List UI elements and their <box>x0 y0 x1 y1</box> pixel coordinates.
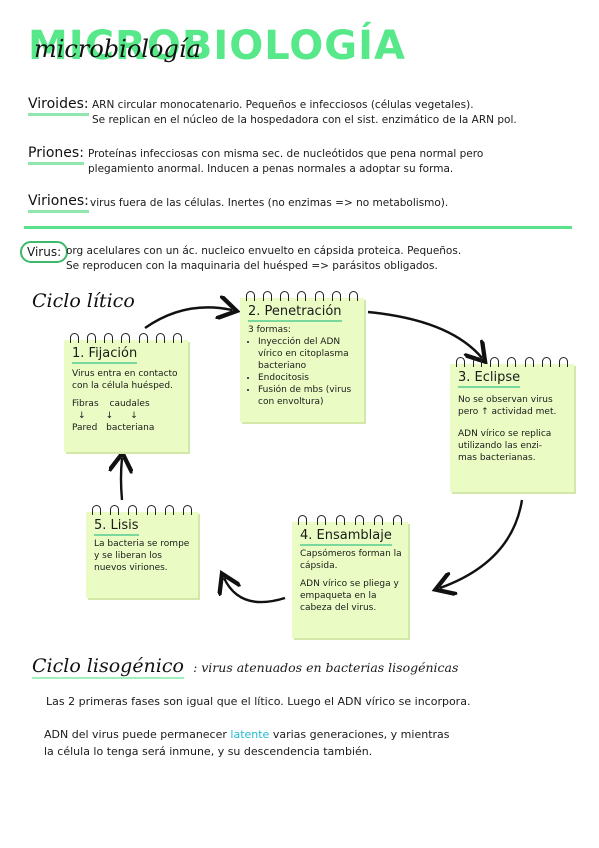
note-eclipse-line-1: No se observan virus <box>458 395 553 405</box>
note-ensamblaje-title: 4. Ensamblaje <box>300 528 392 546</box>
arrow-eclipse-to-ensamblaje <box>440 499 524 588</box>
note-fijacion-body: Virus entra en contacto con la célula hu… <box>72 368 178 434</box>
section-divider <box>24 226 572 229</box>
arrow-ensamblaje-to-lisis <box>224 578 286 604</box>
label-arrows: ↓ ↓ ↓ <box>78 411 138 421</box>
note-spiral <box>70 333 182 343</box>
lysogenic-cycle-subtitle: : virus atenuados en bacterias lisogénic… <box>193 660 459 675</box>
viroides-definition: ARN circular monocatenario. Pequeños e i… <box>92 98 517 128</box>
label-pared: Pared <box>72 423 98 433</box>
priones-line-2: plegamiento anormal. Inducen a penas nor… <box>88 163 454 175</box>
lysogenic-line-2-end: varias generaciones, y mientras <box>269 728 450 741</box>
lysogenic-line-1: Las 2 primeras fases son igual que el lí… <box>46 695 471 708</box>
lysogenic-line-2: ADN del virus puede permanecer latente v… <box>44 727 450 742</box>
label-fibras: Fibras <box>72 399 99 409</box>
penetracion-item-3: Fusión de mbs (virus con envoltura) <box>258 384 358 408</box>
viroides-line-2: Se replican en el núcleo de la hospedado… <box>92 114 517 126</box>
virus-definition: org acelulares con un ác. nucleico envue… <box>66 244 461 274</box>
note-spiral <box>92 505 192 515</box>
priones-definition: Proteínas infecciosas con misma sec. de … <box>88 147 483 177</box>
label-caudales: caudales <box>109 399 150 409</box>
page-title: MICROBIOLOGÍA <box>28 23 406 69</box>
page-subtitle: microbiología <box>34 35 201 63</box>
note-ensamblaje-line-3: ADN vírico se pliega y <box>300 579 399 589</box>
note-eclipse-title: 3. Eclipse <box>458 370 521 388</box>
note-fijacion: 1. Fijación Virus entra en contacto con … <box>64 333 188 452</box>
lysogenic-heading: Ciclo lisogénico : virus atenuados en ba… <box>32 655 459 679</box>
note-spiral <box>456 357 568 367</box>
priones-line-1: Proteínas infecciosas con misma sec. de … <box>88 148 484 160</box>
note-lisis-line-1: La bacteria se rompe <box>94 539 190 549</box>
note-eclipse-line-2: pero ↑ actividad met. <box>458 407 557 417</box>
term-viriones: Viriones: <box>28 193 89 213</box>
penetracion-item-1: Inyección del ADN vírico en citoplasma b… <box>258 336 358 372</box>
note-eclipse-line-5: mas bacterianas. <box>458 453 536 463</box>
label-bacteriana: bacteriana <box>106 423 155 433</box>
arrow-penetracion-to-eclipse <box>367 310 482 358</box>
note-ensamblaje-body: Capsómeros forman la cápsida. ADN vírico… <box>300 548 402 614</box>
note-eclipse-body: No se observan virus pero ↑ actividad me… <box>458 394 556 464</box>
note-penetracion-body: 3 formas: Inyección del ADN vírico en ci… <box>248 324 358 408</box>
note-spiral <box>298 515 402 525</box>
note-eclipse-line-4: utilizando las enzi- <box>458 441 543 451</box>
note-penetracion: 2. Penetración 3 formas: Inyección del A… <box>240 291 364 422</box>
lysogenic-line-3: la célula lo tenga será inmune, y su des… <box>44 745 373 758</box>
lytic-cycle-title: Ciclo lítico <box>32 290 135 312</box>
arrow-fijacion-to-penetracion <box>144 307 232 329</box>
viroides-line-1: ARN circular monocatenario. Pequeños e i… <box>92 99 474 111</box>
viriones-definition: virus fuera de las células. Inertes (no … <box>90 196 448 211</box>
note-fijacion-line-1: Virus entra en contacto <box>72 369 178 379</box>
virus-line-2: Se reproducen con la maquinaria del hués… <box>66 260 438 272</box>
term-virus: Virus: <box>20 241 69 263</box>
penetracion-item-2: Endocitosis <box>258 372 358 384</box>
note-lisis-line-2: y se liberan los <box>94 551 163 561</box>
note-eclipse-line-3: ADN vírico se replica <box>458 429 552 439</box>
note-ensamblaje-line-1: Capsómeros forman la <box>300 549 402 559</box>
note-ensamblaje-line-5: cabeza del virus. <box>300 603 377 613</box>
note-penetracion-title: 2. Penetración <box>248 304 342 322</box>
latente-highlight: latente <box>230 728 270 741</box>
note-ensamblaje-line-4: empaqueta en la <box>300 591 377 601</box>
arrow-lisis-to-fijacion <box>121 458 122 501</box>
term-priones: Priones: <box>28 145 84 165</box>
note-fijacion-line-2: con la célula huésped. <box>72 381 173 391</box>
note-ensamblaje-line-2: cápsida. <box>300 561 338 571</box>
note-lisis-body: La bacteria se rompe y se liberan los nu… <box>94 538 189 574</box>
note-lisis-title: 5. Lisis <box>94 518 139 536</box>
term-viroides: Viroides: <box>28 96 89 116</box>
lysogenic-cycle-title: Ciclo lisogénico <box>32 655 184 679</box>
note-fijacion-title: 1. Fijación <box>72 346 138 364</box>
note-spiral <box>246 291 358 301</box>
note-penetracion-intro: 3 formas: <box>248 325 291 335</box>
note-ensamblaje: 4. Ensamblaje Capsómeros forman la cápsi… <box>292 515 408 638</box>
lysogenic-line-2-start: ADN del virus puede permanecer <box>44 728 231 741</box>
viriones-line-1: virus fuera de las células. Inertes (no … <box>90 197 449 209</box>
note-lisis-line-3: nuevos viriones. <box>94 563 168 573</box>
note-eclipse: 3. Eclipse No se observan virus pero ↑ a… <box>450 357 574 492</box>
note-lisis: 5. Lisis La bacteria se rompe y se liber… <box>86 505 198 598</box>
virus-line-1: org acelulares con un ác. nucleico envue… <box>66 245 462 257</box>
